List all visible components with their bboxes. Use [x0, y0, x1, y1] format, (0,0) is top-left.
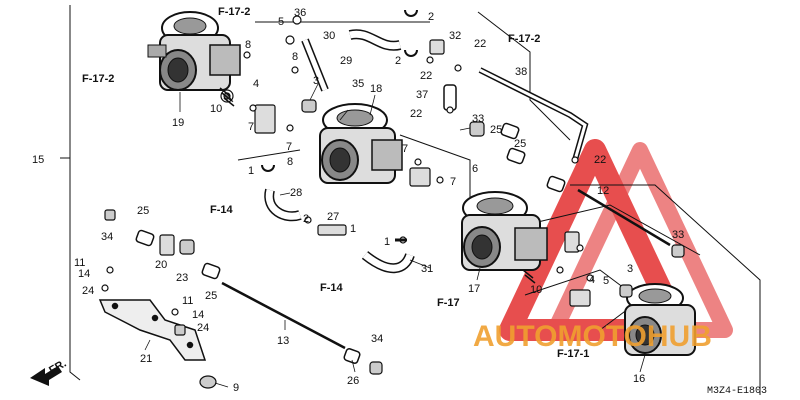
callout-21: 21	[140, 353, 152, 365]
callout-22: 22	[594, 154, 606, 166]
callout-17: 17	[468, 283, 480, 295]
carburetor-16	[624, 283, 696, 356]
callout-8: 8	[245, 39, 251, 51]
front-label: FR.	[47, 358, 68, 377]
callout-1: 1	[350, 223, 356, 235]
callout-38: 38	[515, 66, 527, 78]
callout-33: 33	[672, 229, 684, 241]
callout-3: 3	[627, 263, 633, 275]
callout-22: 22	[410, 108, 422, 120]
callout-20: 20	[155, 259, 167, 271]
callout-34: 34	[371, 333, 383, 345]
callout-9: 9	[233, 382, 239, 394]
callout-14: 14	[78, 268, 90, 280]
callout-1: 1	[384, 236, 390, 248]
callout-3: 3	[313, 75, 319, 87]
hoses	[135, 29, 589, 364]
callout-27: 27	[327, 211, 339, 223]
callout-13: 13	[277, 335, 289, 347]
callout-4: 4	[589, 274, 595, 286]
callout-labels: 15 19 10 F-17-2 F-17-2 F-17-2 5 36 8 8 3…	[32, 6, 684, 394]
callout-2: 2	[428, 11, 434, 23]
callout-25: 25	[137, 205, 149, 217]
callout-30: 30	[323, 30, 335, 42]
small-parts	[101, 9, 685, 389]
callout-25: 25	[205, 290, 217, 302]
callout-1: 1	[248, 165, 254, 177]
callout-f-14: F-14	[210, 204, 234, 216]
callout-32: 32	[449, 30, 461, 42]
callout-26: 26	[347, 375, 359, 387]
callout-8: 8	[287, 156, 293, 168]
carburetor-18	[319, 103, 403, 184]
callout-12: 12	[597, 185, 609, 197]
callout-24: 24	[197, 322, 209, 334]
callout-14: 14	[192, 309, 204, 321]
frame-lines	[60, 5, 761, 395]
callout-f-17-2: F-17-2	[508, 33, 540, 45]
callout-2: 2	[395, 55, 401, 67]
leader-lines	[144, 83, 646, 388]
bracket-21	[98, 299, 207, 361]
carburetor-19	[147, 11, 241, 91]
callout-6: 6	[472, 163, 478, 175]
callout-25: 25	[490, 124, 502, 136]
callout-11: 11	[182, 295, 193, 307]
callout-34: 34	[101, 231, 113, 243]
callout-36: 36	[294, 7, 306, 19]
callout-23: 23	[176, 272, 188, 284]
callout-f-14: F-14	[320, 282, 344, 294]
callout-35: 35	[352, 78, 364, 90]
callout-8: 8	[292, 51, 298, 63]
carburetor-17	[461, 191, 548, 271]
callout-25: 25	[514, 138, 526, 150]
watermark-text: AUTOMOTOHUB	[473, 320, 712, 353]
callout-5: 5	[278, 16, 284, 28]
callout-22: 22	[420, 70, 432, 82]
callout-f-17-2: F-17-2	[218, 6, 250, 18]
callout-22: 22	[474, 38, 486, 50]
callout-7: 7	[286, 141, 292, 153]
callout-18: 18	[370, 83, 382, 95]
callout-24: 24	[82, 285, 94, 297]
callout-28: 28	[290, 187, 302, 199]
callout-f-17-1: F-17-1	[557, 348, 589, 360]
callout-7: 7	[402, 143, 408, 155]
callout-37: 37	[416, 89, 428, 101]
callout-10: 10	[530, 284, 542, 296]
callout-2: 2	[303, 213, 309, 225]
callout-29: 29	[340, 55, 352, 67]
front-arrow-icon	[30, 366, 62, 386]
diagram-code: M3Z4-E1803	[707, 386, 767, 397]
callout-19: 19	[172, 117, 184, 129]
callout-11: 11	[74, 257, 85, 269]
callout-5: 5	[603, 275, 609, 287]
callout-7: 7	[248, 121, 254, 133]
callout-31: 31	[421, 263, 433, 275]
callout-4: 4	[253, 78, 259, 90]
callout-15: 15	[32, 154, 44, 166]
callout-f-17-2: F-17-2	[82, 73, 114, 85]
callout-7: 7	[450, 176, 456, 188]
callout-33: 33	[472, 113, 484, 125]
callout-10: 10	[210, 103, 222, 115]
callout-f-17: F-17	[437, 297, 460, 309]
callout-16: 16	[633, 373, 645, 385]
shafts	[221, 188, 671, 350]
